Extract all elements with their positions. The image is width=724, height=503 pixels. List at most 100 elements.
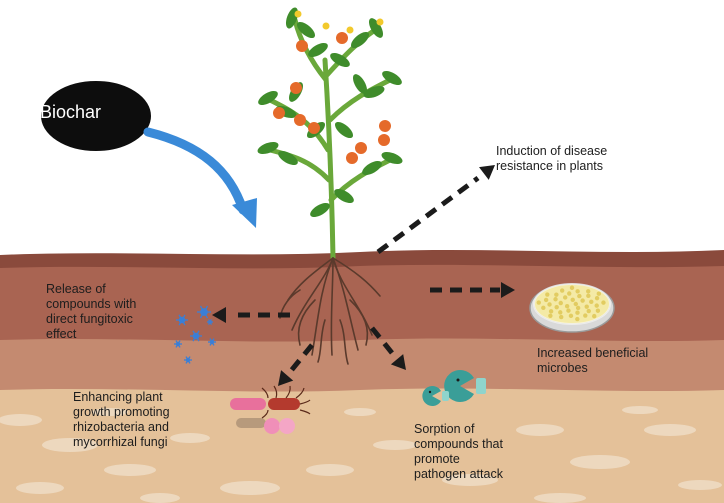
leaf bbox=[362, 161, 382, 175]
root-strand bbox=[332, 257, 359, 351]
colony-dot bbox=[566, 308, 571, 313]
tomato-fruit bbox=[378, 134, 390, 146]
colony-dot bbox=[594, 295, 600, 301]
flagellum bbox=[261, 387, 269, 399]
spore-spike bbox=[195, 330, 200, 337]
colony-dot bbox=[558, 300, 563, 306]
tomato-fruit bbox=[379, 120, 391, 132]
root-strand bbox=[349, 299, 369, 346]
flagellum bbox=[273, 385, 278, 399]
spore-spike bbox=[203, 311, 209, 319]
root-strand bbox=[330, 257, 334, 356]
colony-dot bbox=[568, 313, 574, 319]
soil-pebble bbox=[570, 455, 630, 469]
colony-dot bbox=[580, 298, 585, 303]
soil-pebble bbox=[170, 433, 210, 443]
colony-dot bbox=[594, 303, 599, 308]
compound-sorption-icon bbox=[422, 370, 486, 407]
leaf bbox=[369, 18, 383, 38]
leaf bbox=[278, 151, 298, 165]
effect-arrows bbox=[212, 165, 515, 386]
fungal-spore-icon bbox=[174, 305, 216, 364]
tomato-plant-icon bbox=[257, 7, 403, 261]
colony-dot bbox=[541, 305, 546, 311]
spore-spike bbox=[187, 356, 191, 361]
root-strand bbox=[297, 299, 316, 346]
soil-pebble bbox=[92, 408, 128, 416]
tomato-fruit bbox=[296, 40, 308, 52]
spore-spike bbox=[199, 311, 205, 319]
soil-pebbles bbox=[0, 406, 722, 503]
leaf bbox=[296, 21, 316, 39]
tomato-fruit bbox=[355, 142, 367, 154]
tomato-fruit bbox=[290, 82, 302, 94]
tomato-fruit bbox=[346, 152, 358, 164]
leaf bbox=[350, 31, 370, 49]
dashed-arrowhead bbox=[278, 370, 294, 386]
soil-pebble bbox=[678, 480, 722, 490]
soil-pebble bbox=[140, 493, 180, 503]
colony-dot bbox=[563, 295, 568, 300]
soil-pebble bbox=[644, 424, 696, 436]
label-disease-resistance: Induction of disease resistance in plant… bbox=[496, 144, 608, 173]
leaf bbox=[257, 141, 279, 155]
biochar-label: Biochar bbox=[40, 102, 102, 122]
dashed-effect-arrow bbox=[376, 175, 480, 255]
colony-dot bbox=[586, 293, 591, 299]
soil-upper-layer bbox=[0, 264, 724, 348]
soil-layers bbox=[0, 250, 724, 503]
colony-dot bbox=[575, 305, 581, 311]
colony-dot bbox=[545, 292, 550, 297]
plant-stem bbox=[267, 17, 393, 261]
colony-dot bbox=[584, 304, 589, 309]
label-pgpr-mycorrhiza: Enhancing plant growth promoting rhizoba… bbox=[73, 390, 170, 449]
colony-dot bbox=[575, 316, 580, 322]
spore-spike bbox=[195, 335, 200, 342]
leaf bbox=[308, 43, 328, 58]
colony-dot bbox=[586, 308, 591, 314]
flagellum bbox=[285, 385, 291, 399]
leaf bbox=[334, 189, 354, 203]
plant-fruits bbox=[273, 32, 391, 164]
colony-dot bbox=[559, 314, 564, 320]
plant-flower bbox=[346, 26, 354, 34]
colony-dot bbox=[595, 308, 601, 313]
root-system-icon bbox=[279, 257, 381, 365]
dashed-effect-arrow bbox=[288, 343, 314, 374]
colony-dot bbox=[553, 297, 558, 302]
leaf bbox=[363, 85, 385, 99]
bacteria-flagella bbox=[261, 385, 311, 419]
leaf bbox=[381, 151, 403, 165]
colony-dot bbox=[575, 310, 580, 315]
colony-dot bbox=[548, 309, 554, 314]
biochar-ellipse-icon bbox=[39, 79, 153, 153]
dashed-effect-arrow bbox=[370, 326, 398, 360]
colony-dot bbox=[589, 299, 594, 305]
soil-pebble bbox=[306, 464, 354, 476]
colony-dot bbox=[554, 292, 559, 297]
colony-dot bbox=[567, 291, 572, 296]
petri-dish-icon bbox=[529, 283, 615, 333]
soil-pebble bbox=[344, 408, 376, 416]
flagellum bbox=[299, 409, 311, 415]
spore-spike bbox=[181, 319, 186, 326]
dashed-arrowhead bbox=[479, 165, 495, 180]
colony-dot bbox=[564, 304, 570, 309]
dashed-arrowhead bbox=[501, 282, 515, 298]
plant-flowers bbox=[294, 10, 384, 34]
colony-dot bbox=[569, 285, 575, 290]
spore-spike bbox=[199, 305, 205, 313]
colony-dot bbox=[601, 300, 606, 305]
root-strand bbox=[332, 257, 381, 297]
spore-spike bbox=[178, 319, 183, 326]
leaf bbox=[334, 121, 354, 139]
soil-pebble bbox=[516, 424, 564, 436]
spore-spike bbox=[181, 314, 186, 321]
colony-dot bbox=[577, 293, 582, 299]
colony-dot bbox=[558, 310, 563, 315]
colony-dot bbox=[554, 304, 559, 310]
colony-dot bbox=[543, 297, 549, 303]
colony-dot bbox=[547, 302, 552, 307]
biochar-curved-arrow bbox=[143, 127, 248, 215]
